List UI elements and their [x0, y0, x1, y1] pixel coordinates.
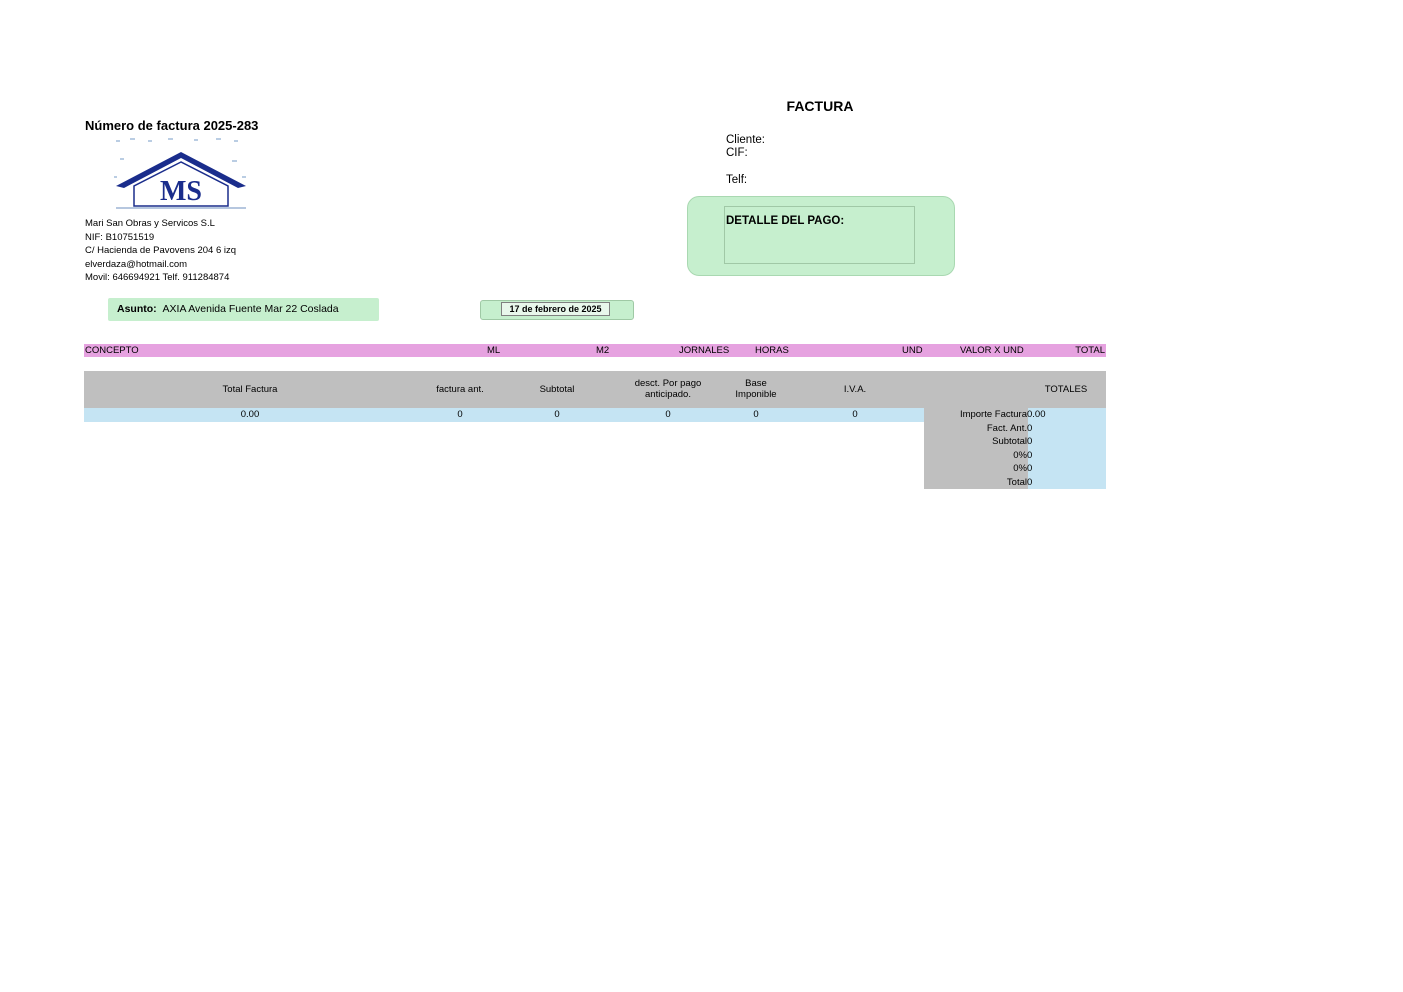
company-nif: NIF: B10751519	[85, 231, 155, 243]
col-total: TOTAL	[1075, 345, 1105, 356]
totals-header: Total Factura factura ant. Subtotal desc…	[84, 371, 1106, 408]
th-factura-ant: factura ant.	[436, 384, 484, 395]
th-totales: TOTALES	[1044, 384, 1088, 395]
summary-value: 0	[1027, 422, 1033, 434]
summary-label: Total	[1006, 476, 1027, 488]
summary-row: Total 0	[924, 476, 1106, 490]
val-base-imponible: 0	[753, 409, 759, 420]
client-block: Cliente: CIF: Telf:	[726, 134, 765, 187]
document-title: FACTURA	[786, 98, 854, 114]
th-iva: I.V.A.	[843, 384, 867, 395]
th-base-line2: Imponible	[735, 389, 777, 400]
invoice-number: Número de factura 2025-283	[85, 118, 259, 133]
th-base-imponible: Base Imponible	[716, 378, 796, 400]
summary-label: Fact. Ant.	[986, 422, 1027, 434]
summary-value: 0	[1027, 463, 1033, 474]
val-factura-ant: 0	[457, 409, 463, 420]
summary-value: 0.00	[1027, 409, 1046, 420]
col-concepto: CONCEPTO	[85, 345, 139, 356]
th-subtotal: Subtotal	[539, 384, 575, 395]
company-name: Mari San Obras y Servicos S.L	[85, 218, 215, 229]
invoice-date[interactable]: 17 de febrero de 2025	[501, 302, 610, 316]
col-jornales: JORNALES	[679, 345, 730, 356]
payment-label: DETALLE DEL PAGO:	[726, 215, 845, 227]
summary-row: 0% 0	[924, 449, 1106, 463]
val-iva: 0	[852, 409, 858, 420]
payment-box	[687, 196, 955, 276]
summary-row: Subtotal 0	[924, 435, 1106, 449]
col-und: UND	[902, 345, 923, 356]
payment-detail-field[interactable]	[724, 206, 915, 264]
col-valor-x-und: VALOR X UND	[960, 345, 1024, 356]
subject-label: Asunto	[117, 303, 154, 315]
th-descuento-line2: anticipado.	[645, 389, 691, 400]
subject-value: AXIA Avenida Fuente Mar 22 Coslada	[162, 303, 339, 315]
th-total-factura: Total Factura	[222, 384, 278, 395]
summary-value: 0	[1027, 476, 1033, 488]
items-header: CONCEPTO ML M2 JORNALES HORAS UND VALOR …	[84, 344, 1106, 357]
summary-label: 0%	[1013, 449, 1027, 461]
th-base-line1: Base	[745, 378, 767, 389]
summary-label: 0%	[1013, 463, 1027, 474]
col-ml: ML	[487, 345, 501, 356]
company-address: C/ Hacienda de Pavovens 204 6 izq	[85, 245, 237, 256]
company-info: Mari San Obras y Servicos S.L NIF: B1075…	[85, 217, 236, 285]
summary-values-bg	[1028, 408, 1106, 489]
company-phone: Movil: 646694921 Telf. 911284874	[85, 272, 230, 283]
summary-labels-bg	[924, 408, 1028, 489]
totals-values: 0.00 0 0 0 0 0	[84, 408, 924, 422]
client-label: Cliente:	[726, 134, 765, 146]
summary-label: Importe Factura	[959, 409, 1027, 420]
summary-value: 0	[1027, 436, 1033, 447]
company-logo: MS	[114, 138, 246, 209]
summary-value: 0	[1027, 449, 1033, 461]
th-descuento: desct. Por pago anticipado.	[618, 378, 718, 400]
col-m2: M2	[596, 345, 610, 356]
summary-row: 0% 0	[924, 462, 1106, 476]
telf-label: Telf:	[726, 174, 748, 186]
col-horas: HORAS	[755, 345, 789, 356]
summary-row: Importe Factura 0.00	[924, 408, 1106, 422]
logo-text: MS	[160, 176, 202, 207]
val-descuento: 0	[665, 409, 671, 420]
cif-label: CIF:	[726, 147, 748, 159]
company-email: elverdaza@hotmail.com	[85, 258, 188, 270]
th-descuento-line1: desct. Por pago	[634, 378, 702, 389]
summary-row: Fact. Ant. 0	[924, 422, 1106, 436]
subject-box: Asunto: AXIA Avenida Fuente Mar 22 Cosla…	[108, 298, 379, 321]
val-total-factura: 0.00	[240, 409, 260, 420]
summary-label: Subtotal	[992, 436, 1027, 447]
val-subtotal: 0	[554, 409, 560, 420]
